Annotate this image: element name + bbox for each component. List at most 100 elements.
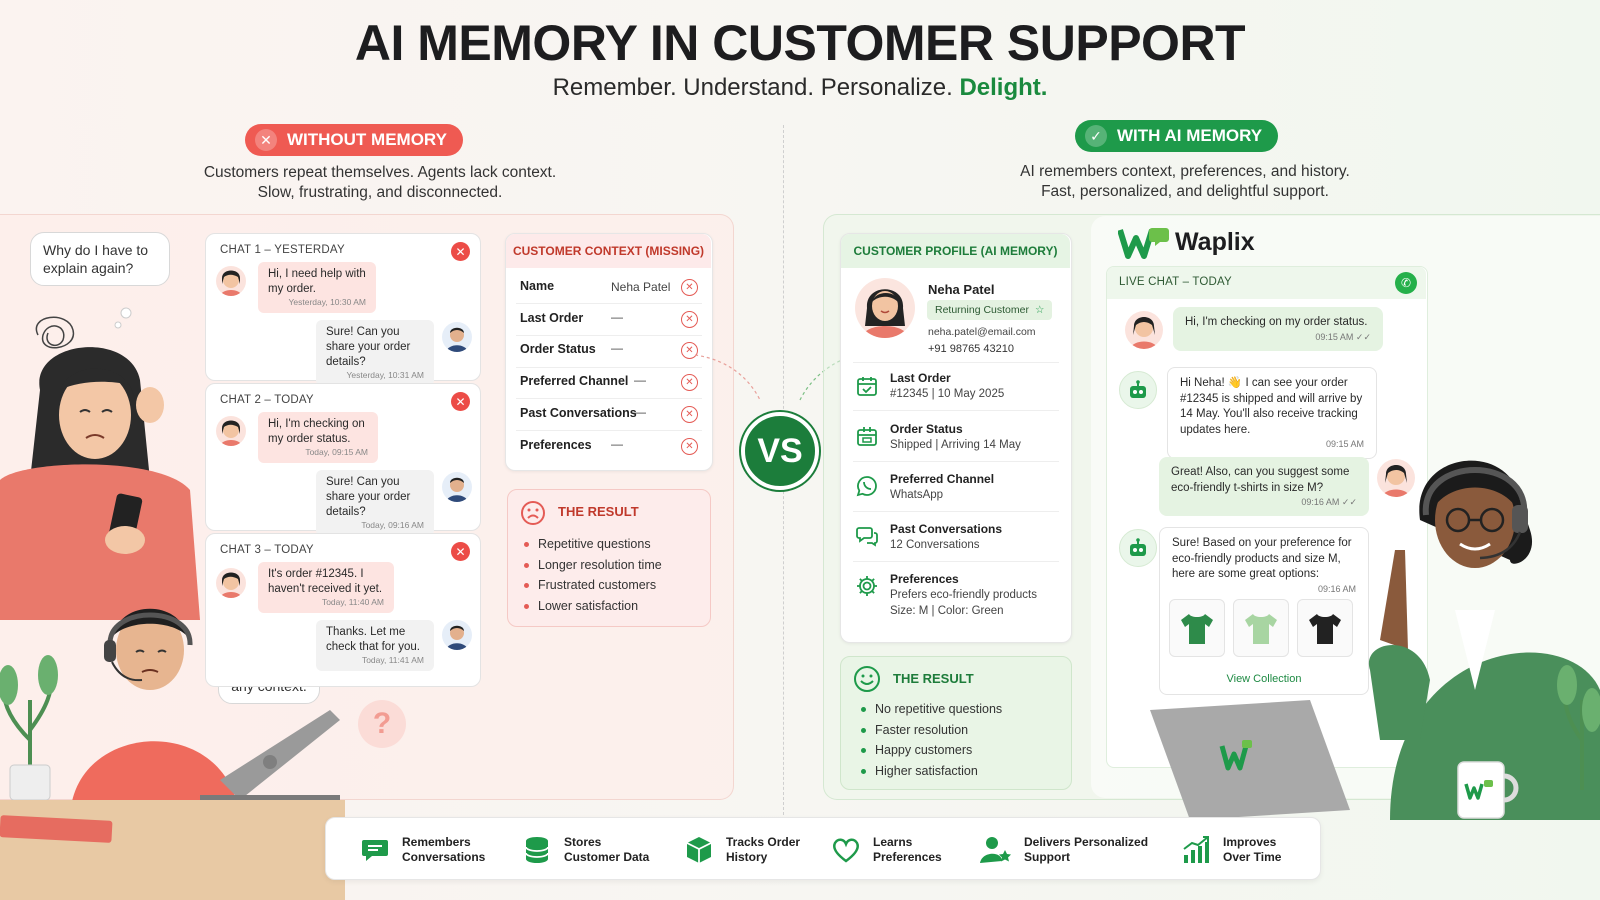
message-text: Great! Also, can you suggest some eco-fr…: [1171, 466, 1350, 494]
badge-label: Returning Customer: [935, 304, 1029, 316]
check-icon: ✓: [1085, 125, 1107, 147]
vs-badge: VS: [741, 412, 819, 490]
laptop-right-icon: [1150, 700, 1350, 820]
customer-avatar: [216, 266, 246, 296]
divider: [516, 303, 702, 304]
bot-avatar-icon: [1119, 371, 1157, 409]
message-time: 09:16 AM ✓✓: [1301, 497, 1357, 507]
context-row-label: Preferred Channel: [520, 374, 629, 388]
feature-label-line2: Support: [1024, 849, 1070, 864]
with-description: AI remembers context, preferences, and h…: [975, 162, 1395, 202]
feature-label-line1: Stores: [564, 834, 602, 849]
feature-label-line1: Remembers: [402, 834, 471, 849]
profile-row-value: WhatsApp: [890, 489, 944, 501]
result-title: THE RESULT: [558, 504, 639, 519]
error-icon: ✕: [451, 242, 470, 261]
page-title: AI MEMORY IN CUSTOMER SUPPORT: [354, 15, 1246, 71]
without-memory-pill: ✕ WITHOUT MEMORY: [245, 124, 463, 156]
chat-bubbles-icon: [856, 527, 878, 547]
customer-avatar: [1125, 311, 1163, 349]
message-text: Hi Neha! 👋 I can see your order #12345 i…: [1180, 377, 1363, 436]
context-row-label: Preferences: [520, 438, 592, 452]
context-title: CUSTOMER CONTEXT (MISSING): [512, 244, 705, 258]
without-memory-label: WITHOUT MEMORY: [287, 130, 447, 149]
without-desc-line2: Slow, frustrating, and disconnected.: [257, 184, 503, 201]
context-row-label: Past Conversations: [520, 406, 637, 420]
customer-message: It's order #12345. I haven't received it…: [258, 562, 394, 613]
context-row-value: —: [611, 310, 623, 324]
whatsapp-icon[interactable]: ✆: [1395, 272, 1417, 294]
feature-label-line2: Over Time: [1223, 849, 1282, 864]
message-time: Today, 09:15 AM: [305, 447, 368, 457]
context-header: CUSTOMER CONTEXT (MISSING): [506, 234, 711, 268]
message-time: Today, 11:40 AM: [321, 597, 384, 607]
without-description: Customers repeat themselves. Agents lack…: [170, 163, 590, 203]
divider: [853, 561, 1059, 562]
calendar-icon: [857, 377, 877, 396]
feature-label-line1: Delivers Personalized: [1024, 834, 1149, 849]
subtitle-main: Remember. Understand. Personalize.: [552, 74, 953, 101]
missing-icon: ✕: [681, 406, 698, 423]
feature-label-line1: Learns: [873, 834, 913, 849]
live-chat-window: LIVE CHAT – TODAY ✆ Hi, I'm checking on …: [1106, 266, 1428, 768]
customer-avatar: [216, 416, 246, 446]
support-agent-illustration: [1368, 460, 1600, 820]
profile-row-label: Order Status: [890, 422, 963, 436]
result-list: No repetitive questions Faster resolutio…: [859, 699, 1002, 781]
missing-icon: ✕: [681, 374, 698, 391]
returning-customer-badge: Returning Customer ☆: [927, 300, 1053, 320]
profile-row-value: Shipped | Arriving 14 May: [890, 439, 1021, 451]
customer-avatar: [855, 278, 915, 338]
star-icon: ☆: [1034, 304, 1045, 316]
context-row-value: —: [634, 405, 646, 419]
chat-card-2: CHAT 2 – TODAY ✕ Hi, I'm checking on my …: [205, 383, 481, 536]
result-item: Frustrated customers: [522, 575, 662, 596]
profile-row-value: Prefers eco-friendly products: [890, 589, 1038, 601]
live-chat-bot-message: Hi Neha! 👋 I can see your order #12345 i…: [1167, 367, 1377, 459]
message-time: Yesterday, 10:31 AM: [346, 370, 425, 380]
heart-icon: [833, 838, 859, 863]
message-text: Hi, I'm checking on my order status.: [1185, 316, 1368, 328]
tshirt-light-green-option[interactable]: [1233, 599, 1289, 657]
agent-message-text: Sure! Can you share your order details?: [326, 326, 411, 368]
agent-message-text: Thanks. Let me check that for you.: [326, 626, 420, 653]
customer-message: Hi, I'm checking on my order status. Tod…: [258, 412, 378, 463]
result-item: Faster resolution: [859, 720, 1002, 741]
tshirt-black-option[interactable]: [1297, 599, 1353, 657]
agent-message: Sure! Can you share your order details? …: [316, 320, 434, 386]
happy-face-icon: [854, 666, 880, 692]
waplix-mug-icon: [1457, 761, 1519, 819]
tshirt-green-option[interactable]: [1169, 599, 1225, 657]
agent-avatar: [442, 322, 472, 352]
growth-chart-icon: [1183, 835, 1209, 863]
view-collection-link[interactable]: View Collection: [1226, 673, 1302, 685]
feature-label-line1: Tracks Order: [726, 834, 801, 849]
result-card-bad: THE RESULT Repetitive questions Longer r…: [507, 489, 711, 627]
chat-header: CHAT 3 – TODAY: [220, 544, 314, 556]
profile-name: Neha Patel: [928, 282, 995, 297]
sad-face-icon: [521, 501, 545, 525]
live-chat-header: [1107, 267, 1426, 299]
database-icon: [525, 836, 549, 863]
chat-icon: [362, 839, 388, 861]
agent-message-text: Sure! Can you share your order details?: [326, 476, 411, 518]
profile-row-value: #12345 | 10 May 2025: [890, 388, 1005, 400]
missing-icon: ✕: [681, 279, 698, 296]
time-text: 09:15 AM: [1315, 331, 1354, 342]
result-item: Longer resolution time: [522, 555, 662, 576]
chat-card-1: CHAT 1 – YESTERDAY ✕ Hi, I need help wit…: [205, 233, 481, 386]
live-chat-customer-message: Hi, I'm checking on my order status. 09:…: [1173, 307, 1383, 351]
message-time: Today, 09:16 AM: [361, 520, 424, 530]
result-card-good: THE RESULT No repetitive questions Faste…: [840, 656, 1072, 790]
context-row-value: —: [634, 373, 646, 387]
plant-right-icon: [1557, 665, 1600, 790]
time-text: 09:16 AM: [1301, 497, 1340, 507]
feature-label-line2: Customer Data: [564, 849, 650, 864]
confused-customer-illustration: [0, 347, 200, 620]
